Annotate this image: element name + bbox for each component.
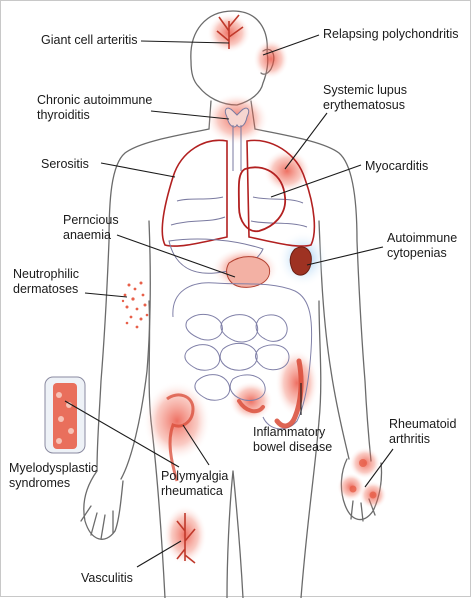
label-giant-cell-arteritis: Giant cell arteritis	[41, 33, 138, 47]
leader-myocarditis	[270, 164, 362, 198]
right-lung-pleura	[246, 139, 316, 247]
small-intestine-1	[185, 314, 288, 343]
large-intestine	[172, 282, 313, 430]
colon-descending	[274, 358, 304, 429]
leader-thyroiditis	[150, 110, 230, 120]
label-inflammatory-bowel-disease: Inflammatory bowel disease	[253, 425, 333, 454]
thyroid	[224, 107, 250, 128]
label-rheumatoid-arthritis: Rheumatoid arthritis	[389, 417, 457, 446]
leader-lines	[64, 34, 394, 568]
left-lung-lobes	[170, 196, 226, 226]
label-neutrophilic-dermatoses: Neutrophilic dermatoses	[13, 267, 80, 296]
skin-lesion-patch	[121, 281, 149, 329]
leader-serositis	[100, 162, 176, 178]
glow-hip	[143, 381, 211, 461]
label-systemic-lupus-erythematosus: Systemic lupus erythematosus	[323, 83, 408, 112]
leader-vasculitis	[136, 540, 182, 568]
glow-colon	[275, 349, 319, 417]
leader-lupus	[284, 112, 328, 170]
leg-vessel	[176, 513, 196, 564]
label-serositis: Serositis	[41, 157, 89, 171]
stomach	[226, 256, 271, 288]
leader-pernicious-anaemia	[116, 234, 236, 278]
leader-cytopenias	[306, 246, 384, 266]
spleen	[289, 246, 312, 276]
small-intestine-3	[194, 374, 266, 401]
heart	[237, 166, 286, 233]
left-lung-pleura	[161, 139, 228, 247]
small-intestine-2	[184, 342, 290, 371]
trachea	[232, 125, 242, 171]
label-autoimmune-cytopenias: Autoimmune cytopenias	[387, 231, 458, 260]
ileum	[237, 399, 265, 414]
finger-joints	[349, 459, 377, 499]
leader-neutrophilic-dermatoses	[84, 292, 128, 298]
label-vasculitis: Vasculitis	[81, 571, 133, 585]
hip-joint	[166, 393, 195, 482]
temporal-artery	[216, 14, 244, 49]
organs	[44, 14, 377, 564]
bone-marrow-specimen	[44, 376, 86, 454]
leader-giant-cell-arteritis	[140, 40, 230, 44]
glow-skin-chest	[263, 149, 311, 193]
label-relapsing-polychondritis: Relapsing polychondritis	[323, 27, 459, 41]
right-lung-lobes	[250, 196, 308, 228]
label-myocarditis: Myocarditis	[365, 159, 429, 173]
leader-myelodysplastic	[64, 400, 180, 468]
label-pernicious-anaemia: Perncious anaemia	[63, 213, 119, 242]
glow-ear	[253, 39, 289, 79]
label-polymyalgia-rheumatica: Polymyalgia rheumatica	[161, 469, 229, 498]
label-myelodysplastic-syndromes: Myelodysplastic syndromes	[9, 461, 98, 490]
leader-polymyalgia	[182, 424, 210, 466]
leader-relapsing-polychondritis	[262, 34, 320, 56]
leader-rheumatoid-arthritis	[364, 448, 394, 488]
label-chronic-autoimmune-thyroiditis: Chronic autoimmune thyroiditis	[37, 93, 153, 122]
